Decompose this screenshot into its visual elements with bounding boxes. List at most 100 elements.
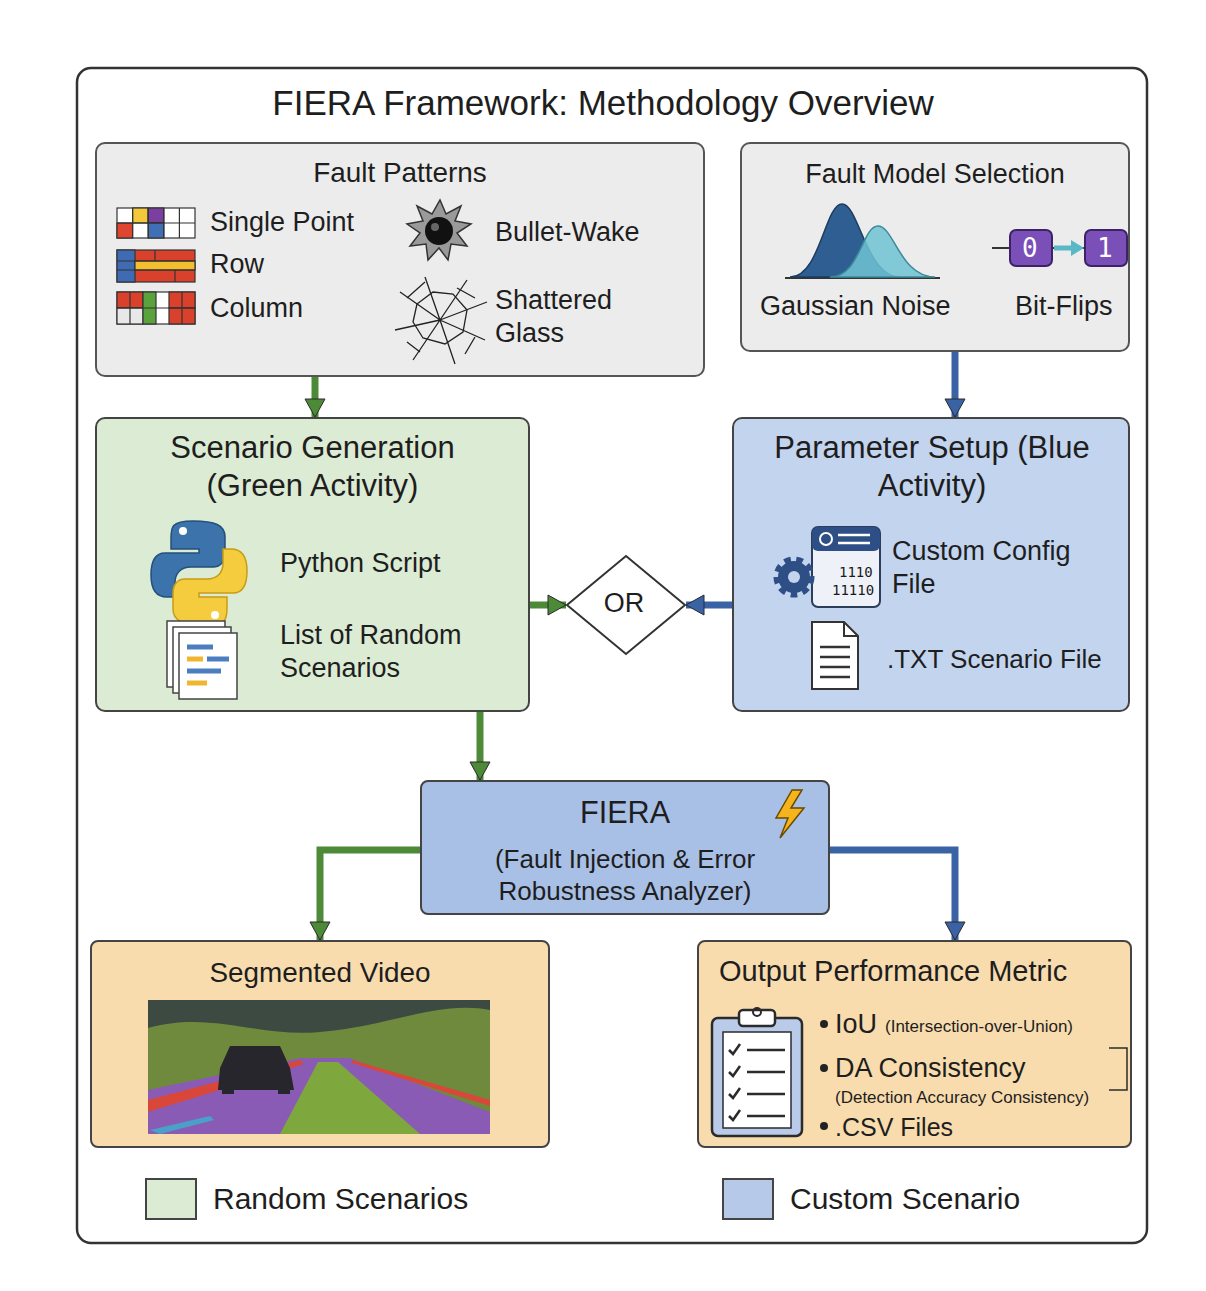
drawing-part [820, 676, 850, 679]
drawing-part [431, 223, 439, 231]
drawing-part [820, 1020, 828, 1028]
drawing-part [838, 542, 870, 545]
analyzer-box: FIERA (Fault Injection & Error Robustness… [420, 780, 830, 915]
drawing-part [395, 277, 487, 364]
heading: Segmented Video [90, 956, 550, 990]
decision-diamond: OR [566, 555, 686, 655]
drawing-part [117, 250, 195, 282]
drawing-part [148, 208, 164, 223]
parameter-box: Parameter Setup (Blue Activity) Custom Co… [732, 417, 1130, 712]
drawing-part [820, 666, 850, 669]
drawing-part [838, 534, 870, 537]
drawing-part [723, 1032, 791, 1128]
pattern-label: Row [210, 248, 264, 281]
icon-digit: 1110 [839, 564, 873, 581]
pattern-box: Fault PatternsSingle PointRowColumnBulle… [95, 142, 705, 377]
heading: Scenario Generation (Green Activity) [135, 429, 490, 505]
drawing-part [747, 1049, 785, 1052]
drawing-part [187, 657, 203, 662]
frame-border [77, 68, 1147, 1243]
drawing-part [218, 1046, 294, 1090]
drawing-part [830, 226, 935, 277]
scenario-box: Scenario Generation (Green Activity) Pyth… [95, 417, 530, 712]
drawing-part [1109, 1048, 1127, 1090]
flow-arrow [830, 850, 955, 940]
drawing-part [280, 1062, 420, 1134]
drawing-part [181, 292, 182, 324]
drawing-part [148, 1008, 490, 1134]
drawing-part [788, 571, 800, 583]
heading: Parameter Setup (Blue Activity) [767, 429, 1097, 505]
drawing-part [207, 657, 229, 662]
drawing-part [187, 647, 229, 683]
flow-arrow [530, 602, 566, 609]
decision-label: OR [564, 587, 684, 620]
icon-digit: 1 [1097, 233, 1113, 265]
drawing-part [150, 1116, 214, 1134]
drawing-part [117, 269, 195, 270]
drawing-part [747, 1115, 785, 1118]
drawing-part [739, 1010, 775, 1026]
flow-arrow [320, 850, 420, 940]
drawing-part [187, 681, 207, 686]
drawing-part [820, 533, 832, 545]
pattern-label: Column [210, 292, 303, 325]
drawing-part [776, 790, 804, 838]
drawing-part [117, 208, 195, 238]
drawing-part [712, 1018, 802, 1136]
pattern-label: Shattered Glass [495, 284, 655, 350]
diagram-title: FIERA Framework: Methodology Overview [0, 82, 1206, 125]
subtitle: (Fault Injection & Error Robustness Anal… [460, 844, 790, 907]
drawing-part [148, 1000, 490, 1134]
drawing-part [812, 622, 858, 689]
heading: Output Performance Metric [719, 954, 1067, 989]
drawing-part [211, 611, 219, 619]
drawing-part [1010, 230, 1052, 266]
metric-box: Output Performance MetricIoU(Intersectio… [697, 940, 1132, 1148]
drawing-part [729, 1044, 1127, 1120]
drawing-part [395, 277, 487, 364]
drawing-part [117, 208, 195, 324]
item-label: Custom Config File [892, 535, 1102, 601]
heading: Fault Patterns [95, 156, 705, 190]
drawing-part [778, 561, 810, 593]
legend-label: Custom Scenario [790, 1181, 1020, 1218]
drawing-part [729, 1044, 740, 1054]
model-box: Fault Model SelectionGaussian NoiseBit-F… [740, 142, 1130, 352]
drawing-part [129, 292, 130, 324]
drawing-part [117, 223, 133, 238]
drawing-part [167, 621, 237, 699]
drawing-part [173, 549, 247, 625]
legend-label: Random Scenarios [213, 1181, 468, 1218]
flow-arrow [686, 602, 732, 609]
metric-name: .CSV Files [835, 1112, 953, 1143]
drawing-part [747, 1093, 785, 1096]
heading: FIERA [420, 794, 830, 831]
drawing-part [820, 647, 850, 677]
metric-name: DA Consistency [835, 1052, 1026, 1085]
metric-note: (Detection Accuracy Consistency) [835, 1088, 1089, 1109]
drawing-part [154, 250, 155, 261]
drawing-part [812, 527, 880, 551]
video-box: Segmented Video [90, 940, 550, 1148]
drawing-part [117, 250, 135, 282]
drawing-part [117, 260, 195, 261]
legend-swatch [722, 1178, 774, 1220]
drawing-part [413, 292, 467, 344]
drawing-part [780, 563, 808, 591]
drawing-part [820, 646, 850, 649]
drawing-part [747, 1071, 785, 1074]
flow-arrow [312, 377, 319, 417]
drawing-part [729, 1066, 740, 1076]
drawing-part [133, 208, 149, 223]
drawing-part [187, 669, 221, 674]
model-label: Gaussian Noise [760, 290, 951, 323]
drawing-part [179, 527, 187, 535]
legend-swatch [145, 1178, 197, 1220]
drawing-part [425, 217, 453, 245]
heading: Fault Model Selection [740, 158, 1130, 191]
pattern-label: Single Point [210, 206, 354, 239]
drawing-part [117, 307, 195, 308]
icon-digit: 11110 [832, 582, 874, 599]
item-label: Python Script [280, 547, 441, 580]
